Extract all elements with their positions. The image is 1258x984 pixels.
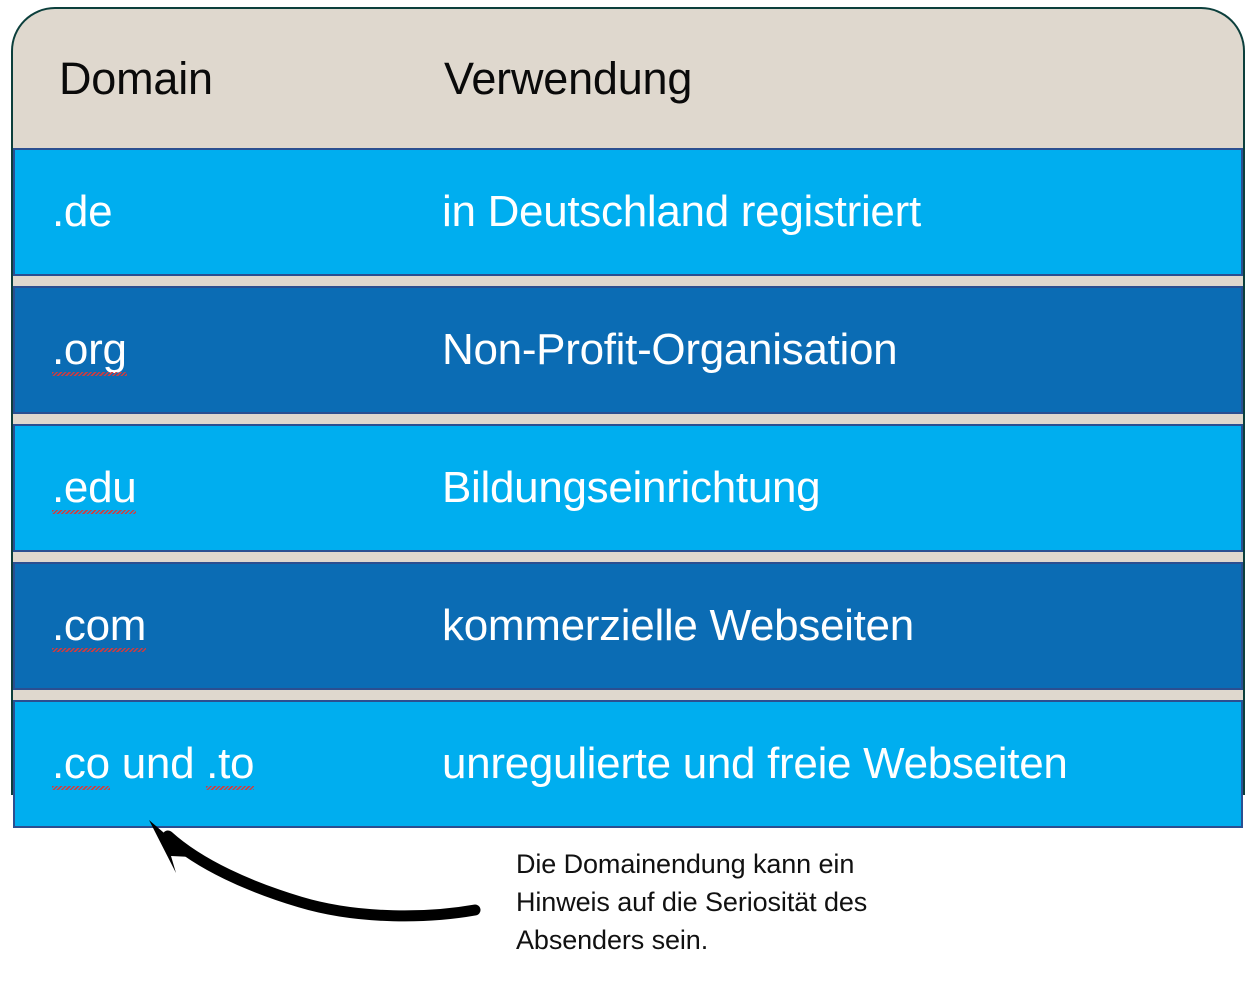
cell-domain: .edu	[52, 463, 442, 514]
cell-domain: .de	[52, 187, 113, 236]
cell-usage: in Deutschland registriert	[442, 187, 921, 236]
table-row[interactable]: .com kommerzielle Webseiten	[13, 562, 1243, 690]
caption-line-2: Hinweis auf die Seriosität des	[516, 887, 868, 917]
cell-usage: unregulierte und freie Webseiten	[442, 739, 1068, 788]
misspelled-word: .com	[52, 601, 147, 652]
cell-usage: Non-Profit-Organisation	[442, 325, 898, 374]
caption-line-1: Die Domainendung kann ein	[516, 849, 855, 879]
column-header-domain: Domain	[59, 52, 213, 104]
domain-table: Domain Verwendung .de in Deutschland reg…	[11, 7, 1245, 828]
cell-usage: kommerzielle Webseiten	[442, 601, 914, 650]
misspelled-word: .co	[52, 739, 110, 790]
table-header-row: Domain Verwendung	[11, 7, 1245, 148]
table-row[interactable]: .de in Deutschland registriert	[13, 148, 1243, 276]
misspelled-word: .to	[206, 739, 255, 790]
caption-line-3: Absenders sein.	[516, 925, 709, 955]
curved-arrow-up-left-icon	[149, 820, 481, 922]
column-header-usage: Verwendung	[444, 52, 693, 104]
conjunction-text: und	[109, 739, 207, 788]
cell-domain: .co und .to	[52, 739, 442, 790]
hint-caption: Die Domainendung kann ein Hinweis auf di…	[516, 845, 986, 959]
cell-domain: .com	[52, 601, 442, 652]
cell-usage: Bildungseinrichtung	[442, 463, 821, 512]
table-row[interactable]: .co und .to unregulierte und freie Webse…	[13, 700, 1243, 828]
misspelled-word: .edu	[52, 463, 137, 514]
table-row[interactable]: .org Non-Profit-Organisation	[13, 286, 1243, 414]
misspelled-word: .org	[52, 325, 127, 376]
table-body: .de in Deutschland registriert .org Non-…	[11, 148, 1245, 828]
table-row[interactable]: .edu Bildungseinrichtung	[13, 424, 1243, 552]
cell-domain: .org	[52, 325, 442, 376]
